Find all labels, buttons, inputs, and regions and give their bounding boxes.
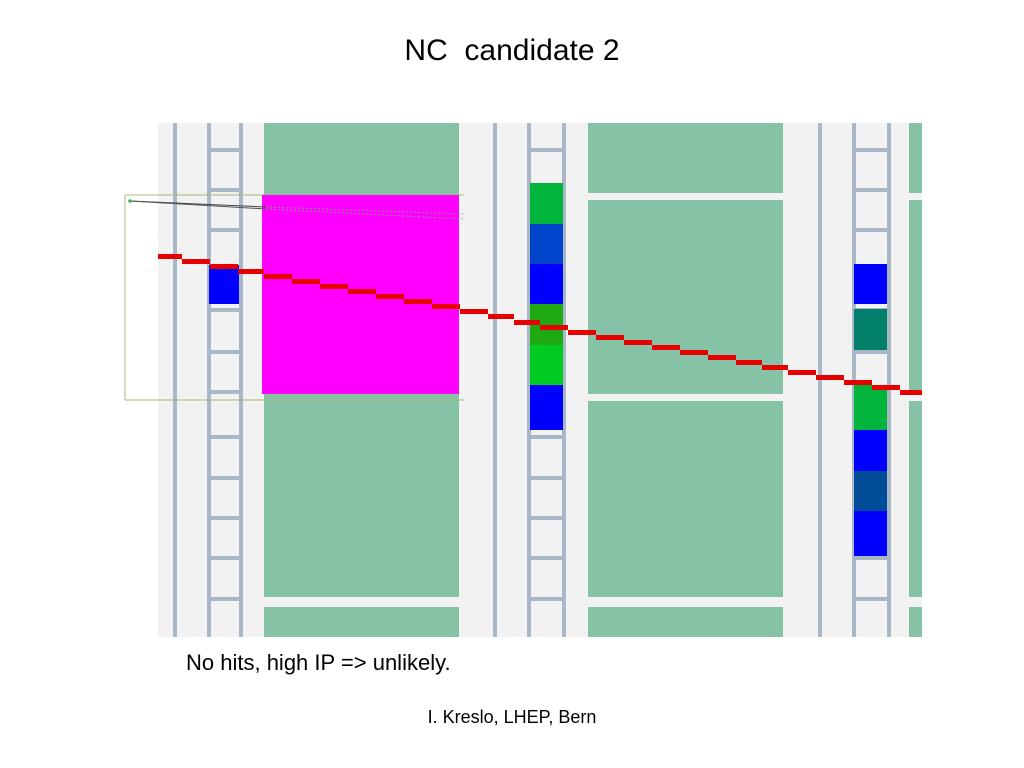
hit-cell [854, 430, 887, 471]
emulsion-block [588, 123, 783, 193]
slide-footer: I. Kreslo, LHEP, Bern [427, 707, 597, 727]
hit-cell [854, 264, 887, 304]
rail [562, 123, 566, 637]
emulsion-block [909, 123, 922, 193]
slide-caption: No hits, high IP => unlikely. [186, 650, 451, 675]
emulsion-block [264, 607, 459, 637]
hit-cell [530, 385, 563, 430]
rail [173, 123, 177, 637]
rail [207, 123, 211, 637]
rail [887, 123, 891, 637]
slide-title: NC candidate 2 [404, 34, 620, 67]
hit-cell [530, 183, 563, 224]
hit-column-2 [530, 183, 563, 430]
rail [527, 123, 531, 637]
emulsion-block [909, 401, 922, 597]
emulsion-block [909, 200, 922, 394]
fine-tracks [128, 199, 464, 220]
emulsion-block [588, 401, 783, 597]
hit-cell [854, 309, 887, 350]
hit-cell [854, 511, 887, 556]
hit-cell [854, 471, 887, 511]
reconstructed-track [158, 254, 922, 395]
hit-cell [209, 265, 239, 304]
hit-cell [854, 385, 887, 430]
hit-cell [530, 224, 563, 264]
emulsion-block [909, 607, 922, 637]
vertex-marker [128, 199, 132, 203]
hit-cell [530, 345, 563, 385]
emulsion-block [588, 607, 783, 637]
hit-cell [530, 264, 563, 304]
magenta-block [262, 195, 459, 394]
rail [239, 123, 243, 637]
hit-column-3 [854, 264, 887, 556]
rail [493, 123, 497, 637]
